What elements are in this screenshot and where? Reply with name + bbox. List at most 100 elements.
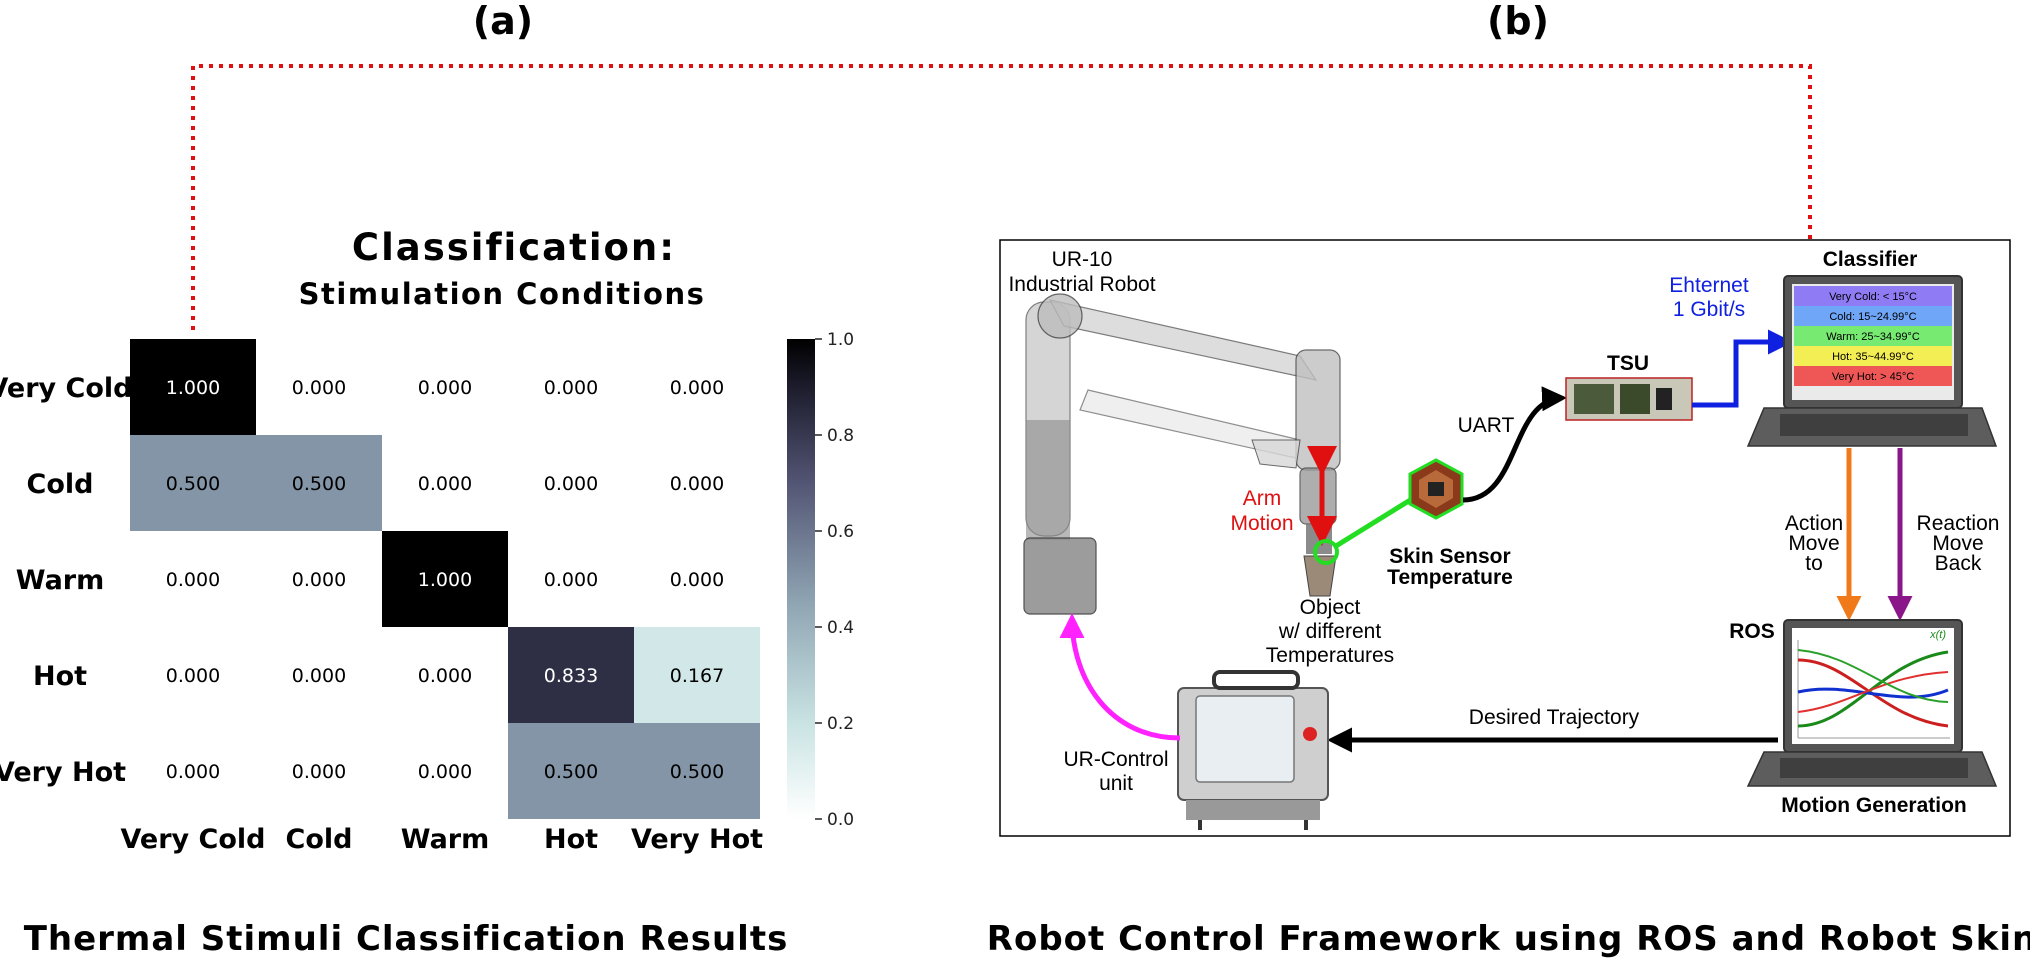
- heatmap-cell-value: 0.000: [166, 665, 220, 687]
- heatmap-subtitle: Stimulation Conditions: [299, 277, 706, 311]
- heatmap-cell: [634, 339, 760, 435]
- control-unit-label-line1: UR-Control: [1063, 748, 1168, 771]
- heatmap-cell-value: 0.167: [670, 665, 724, 687]
- heatmap-cell-value: 0.000: [670, 569, 724, 591]
- ros-label: ROS: [1729, 620, 1775, 643]
- object-label-line1: Object: [1300, 596, 1361, 619]
- trajectory-curve-red: [1797, 658, 1949, 728]
- trajectory-curve-blue: [1797, 687, 1949, 699]
- robot-label-line1: UR-10: [1052, 248, 1113, 271]
- heatmap-cell-value: 0.000: [292, 377, 346, 399]
- heatmap-row-label: Cold: [27, 469, 94, 500]
- heatmap-column-label: Cold: [286, 824, 353, 855]
- tsu-board-image: [1565, 377, 1693, 421]
- heatmap-cell: [508, 435, 634, 531]
- object-label-line3: Temperatures: [1266, 644, 1394, 667]
- trajectory-curve-green-2: [1797, 649, 1949, 703]
- motion-generation-label: Motion Generation: [1781, 794, 1967, 817]
- uart-label: UART: [1458, 414, 1515, 437]
- heatmap-cell-value: 0.000: [418, 473, 472, 495]
- heatmap-row-label: Warm: [16, 565, 105, 596]
- classifier-row-label: Very Hot: > 45°C: [1832, 371, 1914, 383]
- classifier-row-label: Very Cold: < 15°C: [1829, 291, 1917, 303]
- ethernet-label-line1: Ehternet: [1669, 274, 1749, 297]
- classifier-label: Classifier: [1823, 248, 1918, 271]
- colorbar-tick-label: 0.6: [827, 522, 854, 542]
- colorbar-tick-label: 0.8: [827, 426, 854, 446]
- dotted-link-line: [191, 64, 1812, 330]
- heatmap-column-label: Very Cold: [121, 824, 266, 855]
- classifier-row: [1794, 366, 1952, 386]
- heatmap-cell: [256, 723, 382, 819]
- heatmap-cell-value: 0.000: [544, 377, 598, 399]
- heatmap-cell-value: 0.500: [544, 761, 598, 783]
- ur-control-unit-image: [1177, 670, 1329, 830]
- colorbar-tick-label: 0.0: [827, 810, 854, 830]
- heatmap-cell-value: 0.000: [418, 377, 472, 399]
- heatmap-cell: [382, 339, 508, 435]
- heatmap-row-label: Very Cold: [0, 373, 133, 404]
- heatmap-cell: [508, 627, 634, 723]
- action-label-line1: Action: [1785, 512, 1843, 535]
- panel-a-caption: Thermal Stimuli Classification Results: [24, 919, 789, 959]
- heatmap-cell: [634, 531, 760, 627]
- heatmap-cell-value: 0.833: [544, 665, 598, 687]
- classifier-row: [1794, 286, 1952, 306]
- heatmap-cell-value: 0.000: [418, 665, 472, 687]
- robot-label-line2: Industrial Robot: [1008, 273, 1155, 296]
- heatmap-row-label: Very Hot: [0, 757, 126, 788]
- heatmap-cell: [130, 723, 256, 819]
- reaction-label-line3: Back: [1935, 552, 1982, 575]
- heatmap-cell-value: 0.500: [292, 473, 346, 495]
- heatmap-cell: [634, 723, 760, 819]
- heatmap-cell: [634, 435, 760, 531]
- arm-motion-label-line2: Motion: [1230, 512, 1293, 535]
- classifier-row-label: Cold: 15~24.99°C: [1829, 311, 1916, 323]
- heatmap-cell: [634, 627, 760, 723]
- heatmap-cell: [382, 435, 508, 531]
- panel-b-label: (b): [1487, 0, 1549, 43]
- skin-contact-ring: [1313, 539, 1339, 565]
- heatmap-cell: [256, 531, 382, 627]
- action-label-line2: Move: [1788, 532, 1839, 555]
- classifier-row-label: Hot: 35~44.99°C: [1832, 351, 1914, 363]
- skin-sensor-label-line2: Temperature: [1387, 566, 1513, 589]
- skin-link-line: [1334, 491, 1422, 549]
- panel-a-label: (a): [473, 0, 533, 43]
- heatmap-column-label: Very Hot: [631, 824, 763, 855]
- heatmap-cell: [130, 627, 256, 723]
- heatmap-cell: [382, 723, 508, 819]
- heatmap-column-label: Hot: [544, 824, 598, 855]
- heatmap-cell-value: 0.000: [292, 569, 346, 591]
- ur10-robot-image: [1023, 293, 1341, 615]
- reaction-label-line1: Reaction: [1917, 512, 2000, 535]
- colorbar-tick-label: 0.4: [827, 618, 854, 638]
- reaction-label-line2: Move: [1932, 532, 1983, 555]
- trajectory-curve-red-2: [1797, 671, 1949, 713]
- heatmap-cell: [382, 627, 508, 723]
- colorbar-tick-label: 0.2: [827, 714, 854, 734]
- desired-trajectory-label: Desired Trajectory: [1469, 706, 1640, 729]
- control-cable: [1059, 613, 1181, 741]
- classifier-row: [1794, 306, 1952, 326]
- colorbar-tick-label: 1.0: [827, 330, 854, 350]
- ethernet-label-line2: 1 Gbit/s: [1673, 298, 1745, 321]
- ethernet-link: [1692, 329, 1793, 408]
- control-unit-label-line2: unit: [1099, 772, 1133, 795]
- ros-laptop: [1746, 619, 1998, 787]
- heatmap-cell-value: 0.000: [544, 569, 598, 591]
- heatmap-cell-value: 0.000: [292, 665, 346, 687]
- heatmap-title: Classification:: [352, 226, 676, 269]
- ros-trajectory-plot: x(t): [1797, 629, 1950, 739]
- skin-sensor-label-line1: Skin Sensor: [1389, 545, 1510, 568]
- object-label-line2: w/ different: [1278, 620, 1381, 643]
- arm-motion-label-line1: Arm: [1243, 487, 1282, 510]
- colorbar: [787, 339, 815, 819]
- heatmap-cell-value: 0.500: [670, 761, 724, 783]
- panel-b-caption: Robot Control Framework using ROS and Ro…: [987, 919, 2030, 959]
- uart-cable: [1462, 386, 1567, 503]
